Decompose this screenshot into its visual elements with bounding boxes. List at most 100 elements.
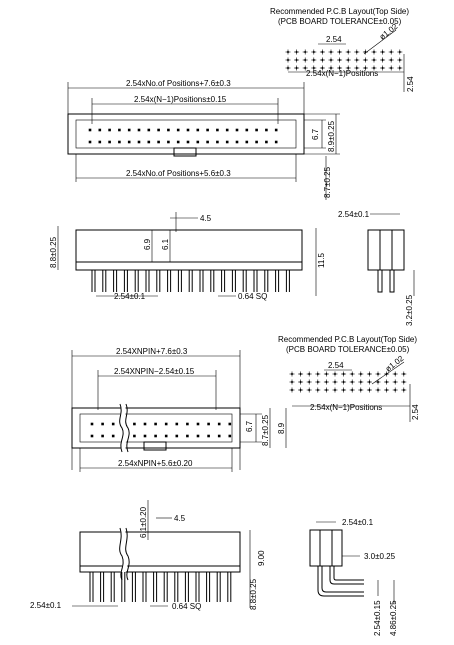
pcb-hole bbox=[347, 51, 350, 53]
pin bbox=[207, 422, 210, 426]
pin bbox=[228, 434, 232, 438]
pin bbox=[90, 422, 94, 426]
tv-inner-height: 6.7 bbox=[311, 128, 320, 140]
tv-pin-grid bbox=[88, 128, 278, 144]
pin bbox=[111, 422, 115, 426]
side-view-straight: 4.5 8.8±0.25 6.9 6.1 11.5 2.54±0.1 0.64 … bbox=[49, 212, 326, 301]
pin bbox=[235, 140, 239, 144]
pin bbox=[186, 140, 190, 144]
pin bbox=[175, 434, 179, 438]
pin bbox=[118, 128, 121, 132]
pin bbox=[137, 128, 141, 132]
pcb-hole bbox=[295, 67, 298, 69]
pcb-hole bbox=[364, 59, 367, 61]
pin bbox=[90, 434, 94, 438]
pcb-hole bbox=[377, 373, 379, 375]
pcb-layout-bottom: Recommended P.C.B Layout(Top Side) (PCB … bbox=[278, 335, 420, 422]
pin bbox=[206, 128, 209, 132]
pin bbox=[133, 422, 136, 426]
pin bbox=[101, 434, 104, 438]
pcb2-title-2: (PCB BOARD TOLERANCE±0.05) bbox=[286, 345, 410, 354]
pcb-hole bbox=[338, 51, 341, 53]
pin bbox=[133, 434, 136, 438]
sv-pitch-dim: 2.54±0.1 bbox=[114, 292, 146, 301]
pcb-hole bbox=[312, 59, 315, 61]
pin bbox=[216, 128, 219, 132]
pcb-hole bbox=[321, 51, 324, 53]
pcb2-row-dim: 2.54 bbox=[411, 404, 420, 420]
pin bbox=[245, 140, 249, 144]
pcb-layout-top: Recommended P.C.B Layout(Top Side) (PCB … bbox=[270, 7, 415, 92]
sv-h1-dim: 6.9 bbox=[143, 238, 152, 250]
pcb-hole bbox=[291, 389, 293, 391]
ra-tail2-dim: 4.86±0.25 bbox=[389, 600, 398, 636]
pin bbox=[154, 434, 157, 438]
pcb-hole bbox=[351, 389, 354, 391]
pcb-hole bbox=[381, 59, 384, 61]
pcb-hole bbox=[342, 381, 345, 383]
pcb-hole bbox=[402, 373, 405, 375]
pcb-hole bbox=[287, 51, 289, 53]
pin bbox=[175, 422, 179, 426]
pin bbox=[98, 128, 102, 132]
sv-h2-dim: 6.1 bbox=[161, 238, 170, 250]
pcb-hole bbox=[368, 373, 371, 375]
pcb-row-dim: 2.54 bbox=[406, 76, 415, 92]
pcb-hole bbox=[330, 59, 332, 61]
ra-width-dim: 2.54±0.1 bbox=[342, 518, 374, 527]
pcb2-span-dim: 2.54x(N−1)Positions bbox=[310, 403, 382, 412]
pin bbox=[101, 422, 104, 426]
ev-width-dim: 2.54±0.1 bbox=[338, 210, 370, 219]
sv2-pitch-dim: 2.54±0.1 bbox=[30, 601, 62, 610]
pin bbox=[225, 140, 229, 144]
pin bbox=[98, 140, 102, 144]
pcb-hole bbox=[308, 389, 311, 391]
pcb-hole bbox=[321, 67, 324, 69]
tv2-body-height: 8.7±0.25 bbox=[261, 414, 270, 446]
pin bbox=[245, 128, 249, 132]
pcb-hole bbox=[402, 381, 405, 383]
pcb-hole bbox=[385, 389, 388, 391]
sv2-lead-dim: 8.8±0.25 bbox=[249, 578, 258, 610]
pcb-hole bbox=[390, 59, 393, 61]
pin bbox=[157, 128, 160, 132]
tv-body-height: 8.9±0.25 bbox=[327, 120, 336, 152]
sv-lead-dim: 11.5 bbox=[317, 252, 326, 268]
tv2-total-height: 8.9 bbox=[277, 422, 286, 434]
pcb-hole bbox=[321, 59, 324, 61]
pin bbox=[164, 434, 168, 438]
sv-pins bbox=[91, 270, 290, 292]
pcb-hole bbox=[338, 67, 341, 69]
pcb-hole bbox=[385, 381, 388, 383]
pin bbox=[143, 434, 147, 438]
pcb-pitch-dim: 2.54 bbox=[326, 35, 342, 44]
pin bbox=[186, 434, 189, 438]
tv2-overall-dim: 2.54XNPIN+7.6±0.3 bbox=[116, 347, 188, 356]
pcb-hole bbox=[316, 373, 319, 375]
pcb-hole bbox=[359, 389, 362, 391]
pcb-hole bbox=[377, 381, 379, 383]
ev-tail-dim: 3.2±0.25 bbox=[405, 294, 414, 326]
pcb-hole bbox=[308, 373, 311, 375]
pin bbox=[196, 434, 200, 438]
pcb-hole bbox=[342, 389, 345, 391]
pin bbox=[137, 140, 141, 144]
pin bbox=[186, 422, 189, 426]
pcb-hole bbox=[330, 51, 332, 53]
pcb-hole bbox=[342, 373, 345, 375]
pcb2-hole-dim: ø1.02 bbox=[384, 354, 406, 374]
pcb-hole bbox=[287, 67, 289, 69]
pin bbox=[196, 140, 200, 144]
pcb2-title-1: Recommended P.C.B Layout(Top Side) bbox=[278, 335, 417, 344]
tv-pin-span-dim: 2.54x(N−1)Positions±0.15 bbox=[134, 95, 227, 104]
top-view-break: 2.54XNPIN+7.6±0.3 2.54XNPIN−2.54±0.15 2.… bbox=[71, 347, 287, 472]
tv-total-height: 8.7±0.25 bbox=[323, 166, 332, 198]
pcb-hole bbox=[390, 67, 393, 69]
pcb-hole bbox=[381, 51, 384, 53]
sv2-height-dim: 9.00 bbox=[257, 550, 266, 566]
pcb-hole bbox=[364, 67, 367, 69]
pcb-hole bbox=[325, 373, 328, 375]
end-view-straight: 2.54±0.1 3.2±0.25 bbox=[338, 210, 415, 326]
pin bbox=[88, 128, 92, 132]
pin bbox=[196, 422, 200, 426]
